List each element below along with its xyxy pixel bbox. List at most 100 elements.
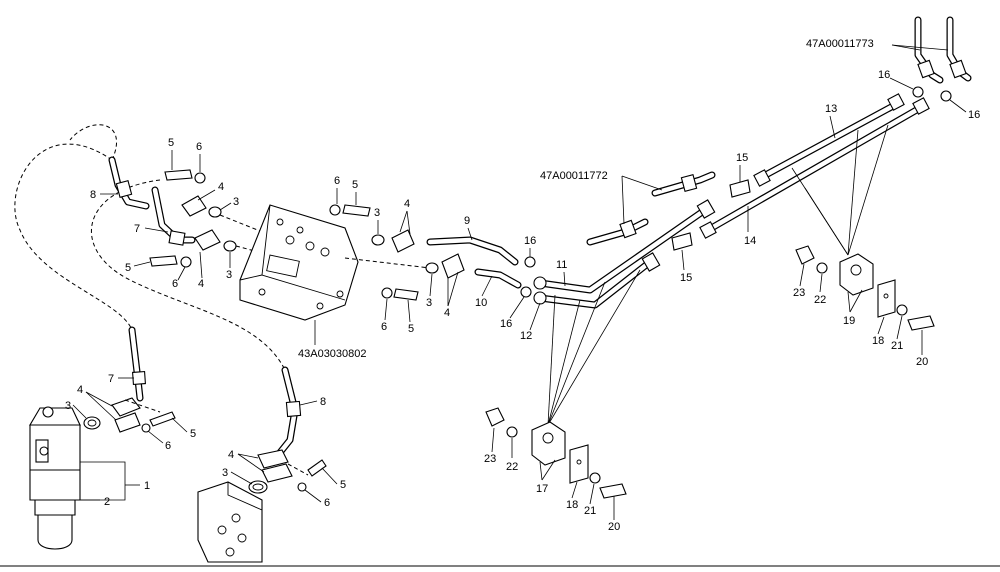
mounting-bracket-plate	[197, 481, 263, 563]
callout-4-right: 4	[444, 307, 450, 319]
callout-18-upper: 18	[872, 335, 884, 347]
washer-16-b	[520, 286, 532, 298]
callout-5-upper-a: 5	[168, 137, 174, 149]
callout-19: 19	[843, 315, 855, 327]
callout-16-c: 16	[878, 69, 890, 81]
callout-22-upper: 22	[814, 294, 826, 306]
bolt-20-upper	[907, 315, 935, 331]
callout-3-filter: 3	[65, 400, 71, 412]
callout-4-upper-a: 4	[218, 181, 224, 193]
callout-17: 17	[536, 483, 548, 495]
washer-16-c	[912, 86, 924, 98]
washer-6-lower	[297, 482, 307, 492]
callout-3-upper-a: 3	[233, 196, 239, 208]
split-flange-4h	[441, 253, 465, 279]
dashed-hose-route-8b	[91, 179, 286, 371]
nut-23-upper	[795, 245, 815, 265]
callout-6-lower: 6	[324, 497, 330, 509]
tee-fitting-15-lower	[671, 232, 693, 251]
pipe-clamp-17	[531, 421, 566, 466]
callout-6-bracket-bottom: 6	[381, 321, 387, 333]
washer-16-d	[940, 90, 952, 102]
callout-8-upper: 8	[90, 189, 96, 201]
callout-5-bracket-bottom: 5	[408, 323, 414, 335]
callout-18-lower: 18	[566, 499, 578, 511]
bolt-5-bracket-bottom	[393, 288, 419, 301]
callout-10: 10	[475, 297, 487, 309]
split-flange-4f	[194, 229, 221, 251]
washer-16-a	[524, 256, 536, 268]
split-flange-4c	[257, 449, 289, 469]
o-ring-3-lower	[248, 480, 268, 494]
callout-2: 2	[104, 496, 110, 508]
dashed-hose-route-8a	[69, 124, 118, 161]
callout-15-upper: 15	[736, 152, 748, 164]
ref-label-mid: 47A00011772	[540, 170, 608, 182]
callout-8-lower: 8	[320, 396, 326, 408]
callout-5-filter: 5	[190, 428, 196, 440]
split-flange-4d	[261, 463, 293, 483]
washer-6-upper-a	[194, 172, 206, 184]
bolt-5-upper-a	[164, 169, 193, 181]
callout-21-lower: 21	[584, 505, 596, 517]
tee-fitting-15-upper	[729, 179, 751, 198]
callout-20-lower: 20	[608, 521, 620, 533]
pipe-clamp-19	[839, 253, 874, 296]
callout-15-lower: 15	[680, 272, 692, 284]
o-ring-3-upper-b	[223, 240, 237, 252]
callout-12: 12	[520, 330, 532, 342]
washer-6-bracket-top	[329, 204, 341, 216]
bolt-5-filter	[149, 411, 176, 427]
callout-3-right: 3	[426, 297, 432, 309]
callout-3-upper-b: 3	[226, 269, 232, 281]
callout-6-upper-a: 6	[196, 141, 202, 153]
nut-23-lower	[485, 407, 505, 427]
callout-23-upper: 23	[793, 287, 805, 299]
callout-4-bracket: 4	[404, 198, 410, 210]
split-flange-4e	[181, 195, 207, 217]
clamp-plate-18-upper	[877, 279, 896, 318]
callout-16-d: 16	[968, 109, 980, 121]
o-ring-3-bracket	[371, 234, 385, 246]
ref-label-top-right: 47A00011773	[806, 38, 874, 50]
washer-21-upper	[896, 304, 908, 316]
bolt-5-bracket-top	[342, 204, 371, 217]
callout-13: 13	[825, 103, 837, 115]
callout-3-lower: 3	[222, 467, 228, 479]
o-ring-3-right	[425, 262, 439, 274]
callout-4-upper-b: 4	[198, 278, 204, 290]
filter-assembly	[29, 406, 81, 550]
split-flange-4b	[114, 412, 141, 433]
washer-6-upper-b	[180, 256, 192, 268]
bolt-20-lower	[599, 483, 627, 499]
ref-label-bracket: 43A03030802	[298, 348, 367, 360]
split-flange-4g	[391, 229, 415, 253]
callout-4-filter: 4	[77, 384, 83, 396]
callout-7-upper: 7	[134, 223, 140, 235]
callout-11: 11	[556, 259, 567, 271]
callout-4-lower: 4	[228, 449, 234, 461]
washer-6-bracket-bottom	[381, 287, 393, 299]
bolt-5-upper-b	[149, 255, 178, 267]
callout-23-lower: 23	[484, 453, 496, 465]
callout-6-bracket-top: 6	[334, 175, 340, 187]
o-ring-3-filter	[83, 416, 101, 430]
washer-22-lower	[506, 426, 518, 438]
callout-21-upper: 21	[891, 340, 903, 352]
callout-16-b: 16	[500, 318, 512, 330]
washer-6-filter	[141, 423, 151, 433]
callout-3-bracket: 3	[374, 207, 380, 219]
callout-1: 1	[144, 480, 150, 492]
callout-5-lower: 5	[340, 479, 346, 491]
callout-22-lower: 22	[506, 461, 518, 473]
manifold-bracket	[239, 204, 359, 321]
callout-6-upper-b: 6	[172, 278, 178, 290]
callout-6-filter: 6	[165, 440, 171, 452]
callout-16-a: 16	[524, 235, 536, 247]
callout-14: 14	[744, 235, 756, 247]
washer-21-lower	[589, 472, 601, 484]
callout-5-upper-b: 5	[125, 262, 131, 274]
bolt-5-lower	[307, 459, 327, 477]
dashed-hose-route-7	[14, 143, 133, 331]
